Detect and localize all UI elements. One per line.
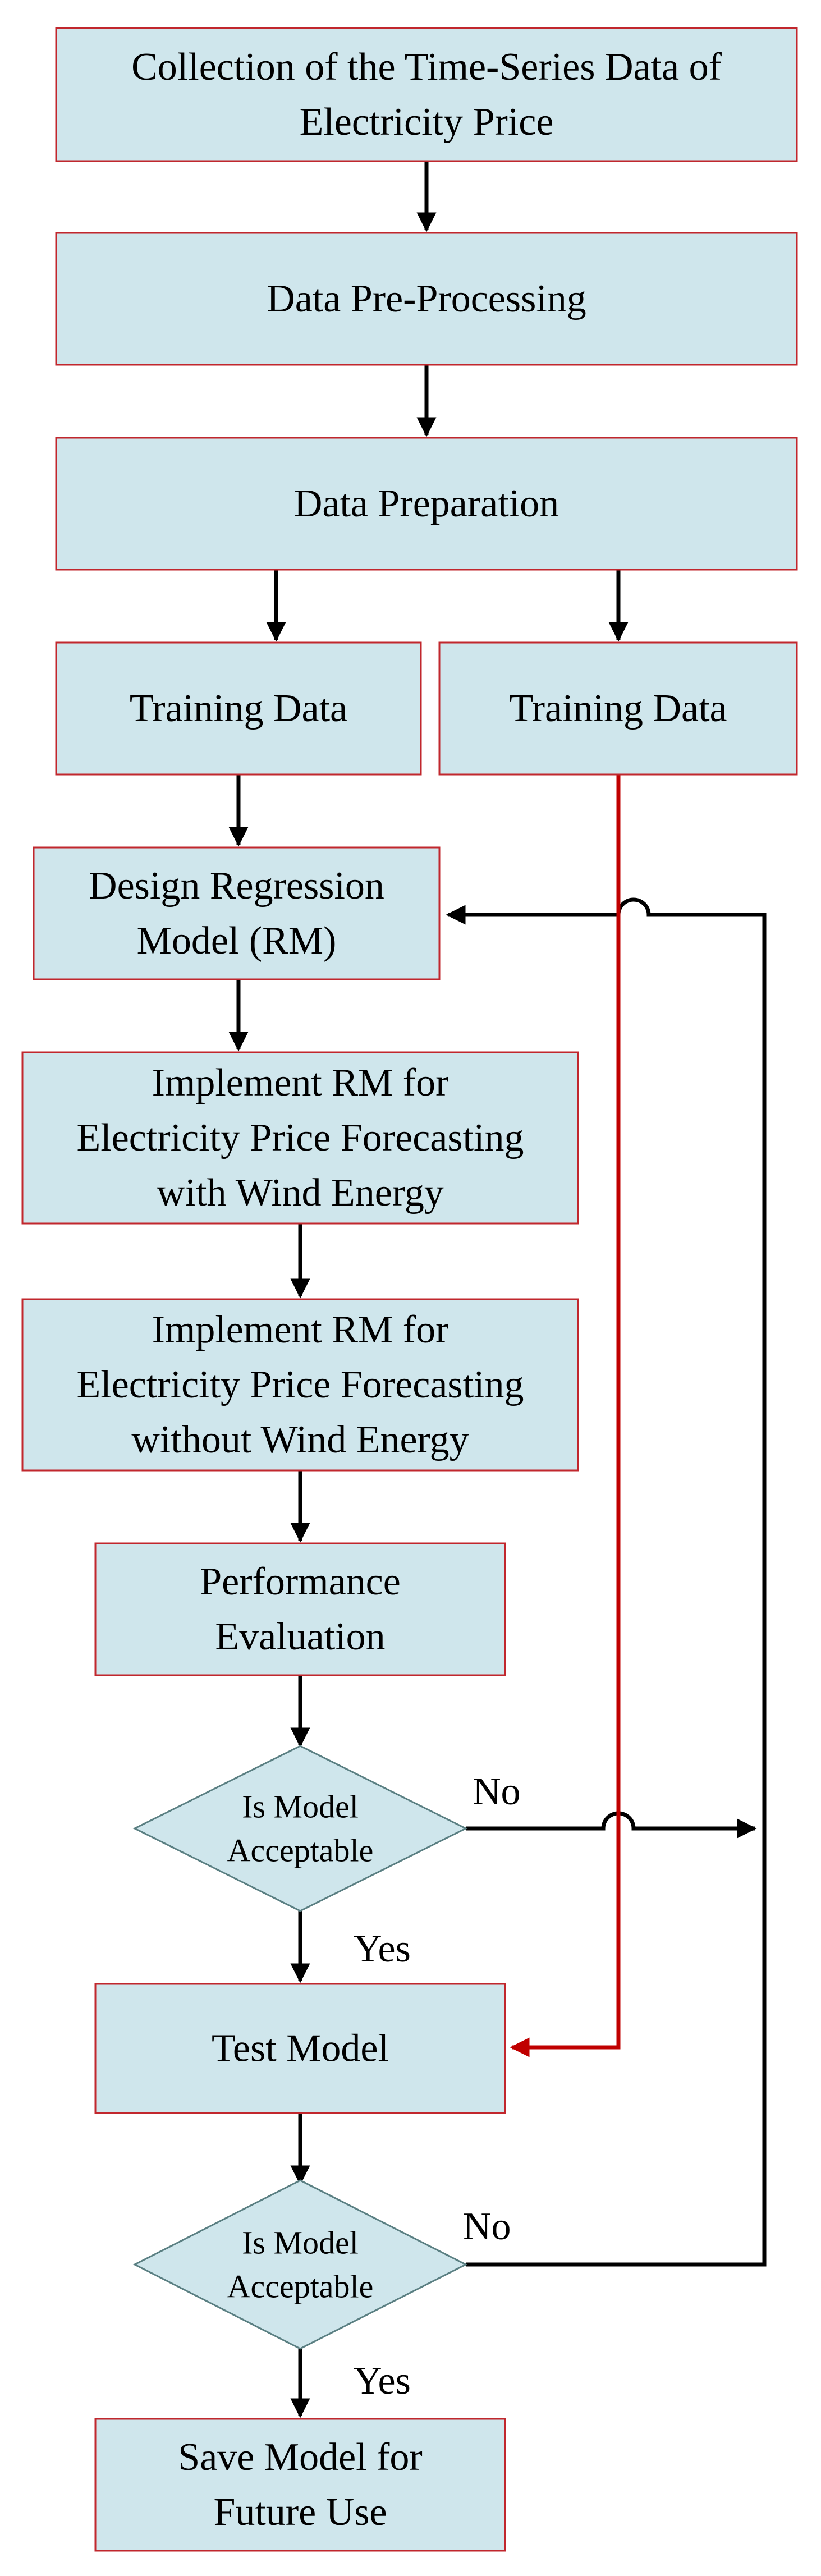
node-box — [33, 846, 441, 980]
node-box — [21, 1298, 579, 1472]
arrow-decision-1-no-to-feedback — [466, 1811, 757, 1839]
node-label-line: Design Regression — [89, 864, 384, 907]
node-label-line: Implement RM for — [152, 1061, 449, 1104]
node-training-right: Training Data — [438, 641, 798, 776]
node-box — [94, 1983, 506, 2114]
node-label-line: Collection of the Time-Series Data of — [131, 45, 722, 89]
node-label-line: Implement RM for — [152, 1308, 449, 1351]
node-box — [55, 437, 798, 571]
decision-2-no-label: No — [463, 2205, 511, 2248]
decision-2-yes-label: Yes — [354, 2359, 411, 2403]
decision-diamond — [132, 1745, 468, 1912]
node-collection: Collection of the Time-Series Data of Ele… — [55, 27, 798, 162]
node-preparation: Data Preparation — [55, 437, 798, 571]
node-box — [55, 232, 798, 366]
decision-1-yes-label: Yes — [354, 1927, 411, 1970]
node-box — [94, 2418, 506, 2552]
node-label-line: Save Model for — [178, 2436, 422, 2479]
node-label-line: Data Pre-Processing — [267, 277, 586, 320]
node-label-line: Acceptable — [227, 2268, 374, 2305]
node-label-line: Future Use — [213, 2491, 387, 2534]
node-label-line: with Wind Energy — [157, 1171, 444, 1214]
node-label-line: Model (RM) — [137, 919, 337, 962]
node-label-line: Training Data — [509, 687, 727, 730]
node-label-line: Evaluation — [215, 1615, 385, 1658]
nodes: Collection of the Time-Series Data of Ele… — [21, 27, 798, 2552]
node-box — [21, 1051, 579, 1225]
node-label-line: Performance — [200, 1560, 401, 1603]
node-label-line: Test Model — [212, 2027, 389, 2070]
decision-1-no-label: No — [473, 1770, 521, 1813]
node-label-line: Data Preparation — [294, 482, 559, 525]
node-label-line: Is Model — [242, 1789, 359, 1825]
node-label-line: Electricity Price Forecasting — [77, 1116, 524, 1159]
node-label-line: Electricity Price — [300, 100, 554, 144]
node-label-line: Acceptable — [227, 1832, 374, 1869]
node-label-line: Training Data — [130, 687, 347, 730]
node-training-left: Training Data — [55, 641, 422, 776]
node-label-line: Electricity Price Forecasting — [77, 1363, 524, 1406]
node-label-line: without Wind Energy — [131, 1418, 469, 1461]
arrow-training-right-to-test — [510, 774, 621, 2057]
node-preprocessing: Data Pre-Processing — [55, 232, 798, 366]
node-box — [55, 27, 798, 162]
node-label-line: Is Model — [242, 2225, 359, 2261]
node-box — [55, 641, 422, 776]
node-box — [94, 1542, 506, 1676]
node-box — [438, 641, 798, 776]
decision-diamond — [132, 2179, 468, 2350]
node-test-model: Test Model — [94, 1983, 506, 2114]
